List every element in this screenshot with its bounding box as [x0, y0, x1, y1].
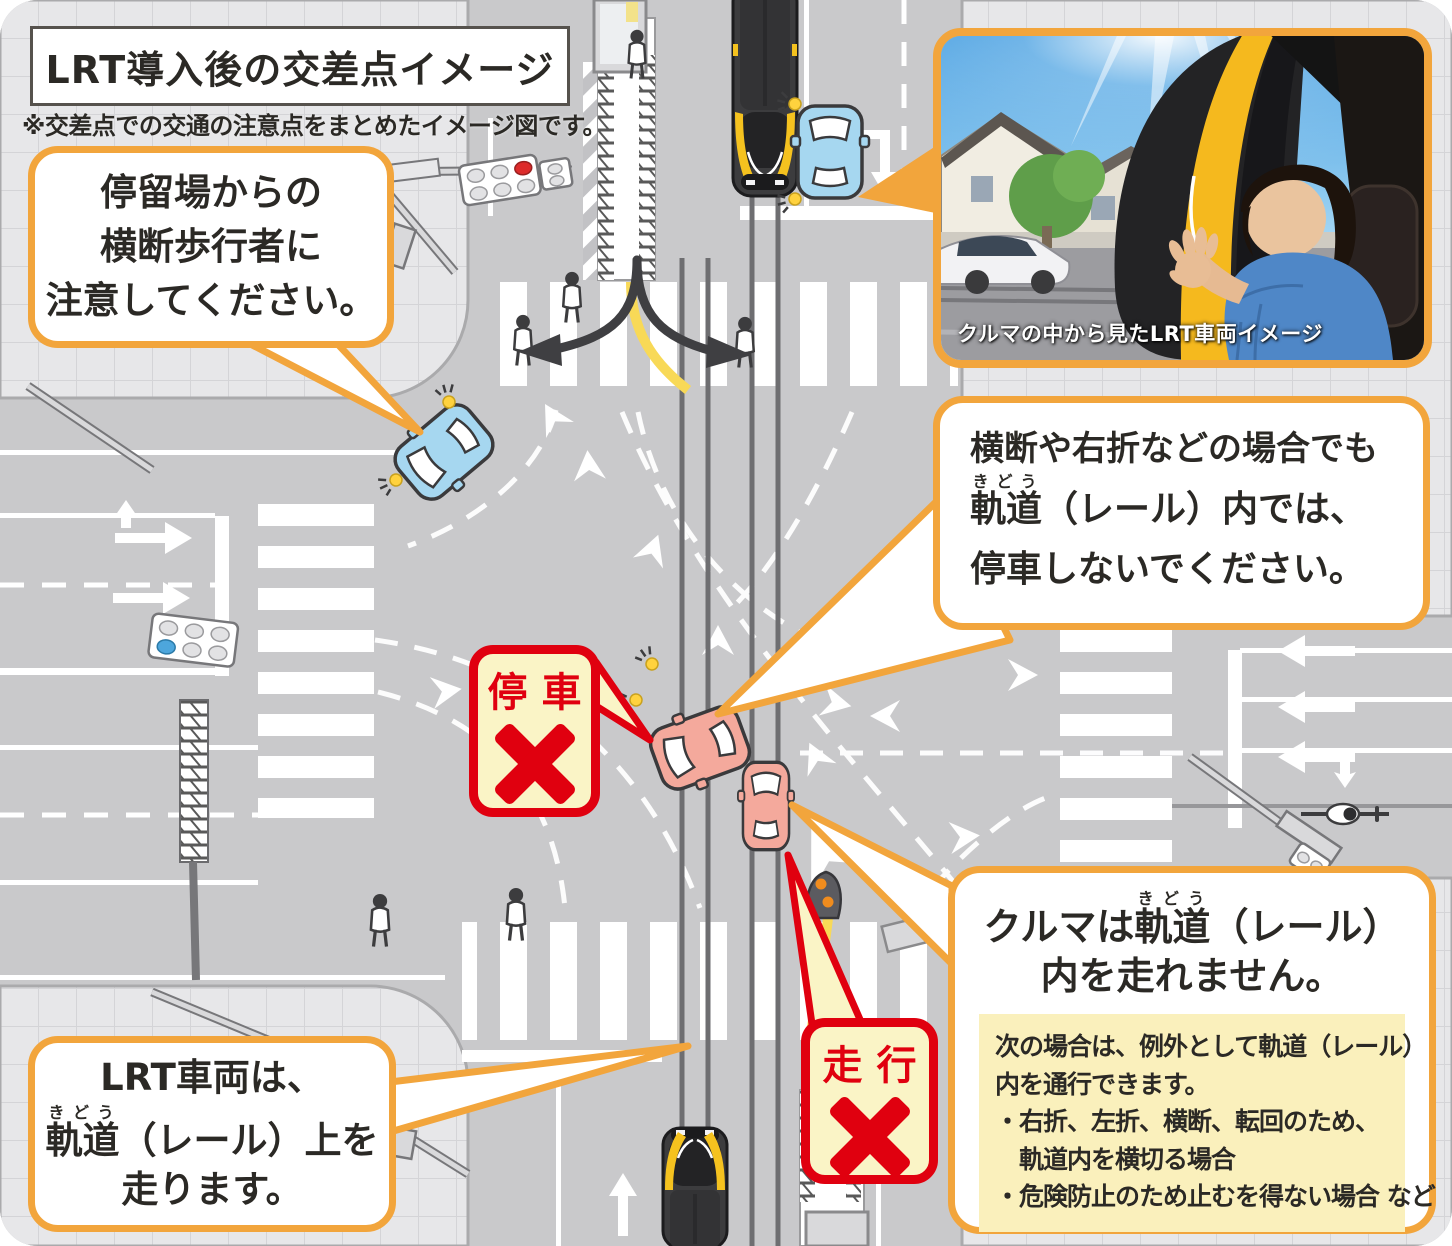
lrt-vehicle-top: [731, 0, 799, 198]
ruby-kidou: 軌道きどう: [45, 1102, 120, 1162]
badge-label: 走行: [822, 1043, 931, 1089]
photo-caption: クルマの中から見たLRT車両イメージ: [957, 322, 1323, 346]
box-title: クルマは軌道きどう（レール） 内を走れません。: [983, 889, 1401, 998]
white-car: [941, 235, 1071, 294]
bubble-line: 軌道きどう（レール）内では、: [970, 472, 1367, 530]
box-cars-cannot-use-track: クルマは軌道きどう（レール） 内を走れません。 次の場合は、例外として軌道（レー…: [948, 866, 1436, 1234]
badge-label: 停車: [487, 670, 596, 716]
blue-car-stopped: [789, 104, 871, 200]
x-mark-icon: [826, 1093, 914, 1175]
boy-looking-at-lrt: [1168, 164, 1393, 360]
bubble-line: LRT車両は、: [100, 1055, 324, 1099]
exception-line: ・危険防止のため止むを得ない場合 など: [995, 1182, 1436, 1212]
bubble-stop-watch-pedestrians: 停留場からの 横断歩行者に 注意してください。: [28, 146, 394, 348]
lrt-vehicle-bottom: [661, 1126, 729, 1246]
crosswalks: [258, 282, 1172, 1040]
exception-note: 次の場合は、例外として軌道（レール） 内を通行できます。 ・右折、左折、横断、転…: [979, 1014, 1436, 1232]
bubble-line: 軌道きどう（レール）上を: [45, 1102, 379, 1162]
bubble-line: 停留場からの: [100, 170, 322, 214]
ruby-kidou: 軌道きどう: [970, 472, 1043, 530]
traffic-signal-left: [25, 382, 240, 981]
pedestrian-flow-arrows: [518, 255, 752, 368]
bubble-no-stop-on-track: 横断や右折などの場合でも 軌道きどう（レール）内では、 停車しないでください。: [933, 396, 1430, 630]
photo-inset-lrt-from-car: クルマの中から見たLRT車両イメージ: [933, 28, 1432, 368]
badge-no-driving: 走行: [801, 1018, 938, 1184]
photo-illustration: [941, 36, 1424, 360]
ruby-kidou: 軌道きどう: [1134, 889, 1211, 949]
exception-line: 内を通行できます。: [995, 1069, 1210, 1099]
bubble-line: 横断や右折などの場合でも: [970, 429, 1378, 469]
bubble-line: 走ります。: [121, 1168, 303, 1212]
bubble-lrt-runs-on-track: LRT車両は、 軌道きどう（レール）上を 走ります。: [28, 1036, 396, 1232]
x-mark-icon: [491, 720, 579, 808]
exception-line: ・右折、左折、横断、転回のため、: [995, 1107, 1380, 1137]
pink-car-on-track-lane: [736, 760, 796, 852]
page-title: LRT導入後の交差点イメージ: [30, 26, 570, 106]
page-subtitle: ※交差点での交通の注意点をまとめたイメージ図です。: [22, 112, 606, 140]
exception-line: 軌道内を横切る場合: [995, 1144, 1236, 1174]
cyclist: [1301, 802, 1389, 826]
bubble-line: 注意してください。: [45, 279, 377, 322]
bubble-line: 横断歩行者に: [100, 224, 322, 268]
badge-no-stopping: 停車: [469, 645, 600, 817]
bubble-line: 停車しないでください。: [970, 549, 1365, 590]
exception-line: 次の場合は、例外として軌道（レール）: [995, 1032, 1427, 1062]
